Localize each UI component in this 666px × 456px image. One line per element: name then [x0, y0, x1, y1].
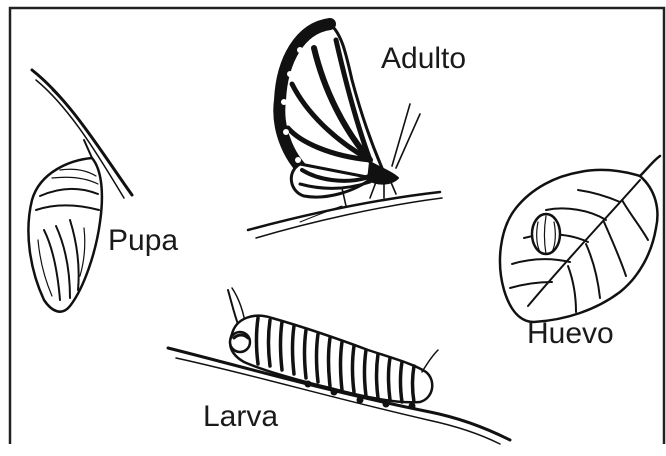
- label-egg: Huevo: [527, 319, 614, 349]
- label-larva: Larva: [203, 402, 278, 432]
- label-adult: Adulto: [381, 44, 466, 74]
- label-pupa: Pupa: [108, 226, 178, 256]
